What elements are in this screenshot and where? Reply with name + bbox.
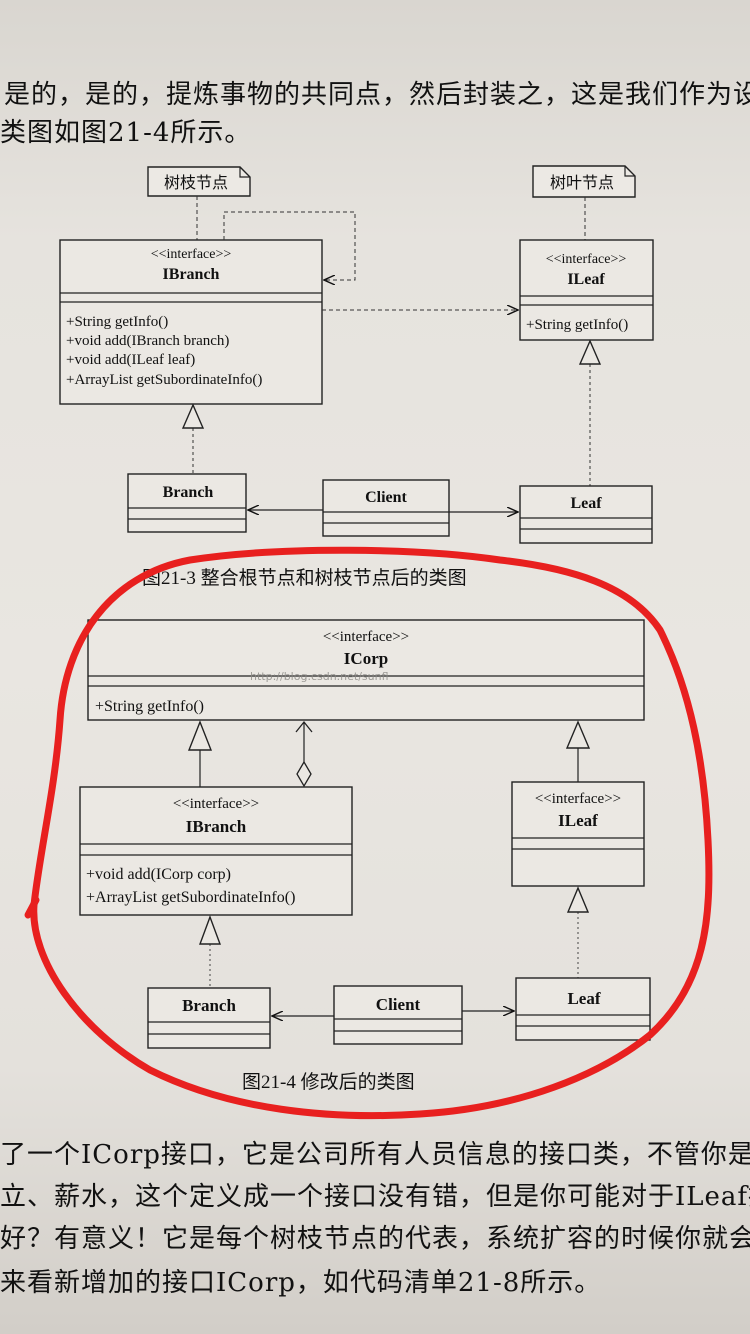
watermark-text: http://blog.csdn.net/sunfl [250,670,389,683]
fig1-ibranch-method-1: +String getInfo() [66,314,168,330]
text-line-1: 是的，是的，提炼事物的共同点，然后封装之，这是我们作为设计 [4,80,750,110]
fig1-ibranch-name: IBranch [163,266,220,283]
fig1-branch-class: Branch [127,473,247,533]
fig2-icorp-stereotype: <<interface>> [323,629,409,645]
note-leaf-text: 树叶节点 [550,174,614,192]
text-line-4: 立、薪水，这个定义成一个接口没有错，但是你可能对于ILeaf接 [0,1182,750,1212]
fig2-caption: 图21-4 修改后的类图 [242,1071,415,1093]
fig1-ibranch-class: <<interface>> IBranch +String getInfo() … [59,239,323,405]
fig1-ibranch-method-2: +void add(IBranch branch) [66,333,229,349]
text-line-3: 了一个ICorp接口，它是公司所有人员信息的接口类，不管你是经 [0,1140,750,1170]
fig2-client-name: Client [376,995,421,1014]
fig1-client-class: Client [322,479,450,537]
fig1-ileaf-name: ILeaf [567,271,605,288]
text-line-2: 类图如图21-4所示。 [0,118,252,148]
fig2-ibranch-triangle [187,720,213,751]
fig2-ibranch-class: <<interface>> IBranch +void add(ICorp co… [79,786,353,916]
fig2-branch-name: Branch [182,996,236,1015]
fig2-ibranch-stereotype: <<interface>> [173,796,259,812]
fig1-ibranch-stereotype: <<interface>> [151,247,232,262]
fig2-leaf-triangle [566,886,590,913]
fig2-leaf-name: Leaf [567,989,600,1008]
fig1-client-name: Client [365,489,407,506]
fig1-ileaf-stereotype: <<interface>> [546,252,627,267]
fig1-branch-name: Branch [163,484,214,501]
fig1-branch-triangle [181,403,205,429]
fig2-ibranch-method-1: +void add(ICorp corp) [86,866,231,883]
fig1-caption: 图21-3 整合根节点和树枝节点后的类图 [142,567,467,589]
fig1-leaf-name: Leaf [570,495,602,512]
fig2-branch-triangle [198,914,222,945]
fig1-leaf-triangle [578,339,602,365]
highlight-circle [30,546,713,1120]
fig1-ibranch-method-3: +void add(ILeaf leaf) [66,352,195,368]
note-branch: 树枝节点 [147,166,251,197]
fig2-ileaf-stereotype: <<interface>> [535,791,621,807]
fig2-client-class: Client [333,985,463,1045]
fig2-ibranch-name: IBranch [186,817,247,836]
fig2-aggregation-arrowhead [295,720,313,733]
fig2-leaf-class: Leaf [515,977,651,1041]
note-leaf: 树叶节点 [532,165,636,198]
fig2-icorp-name: ICorp [344,649,388,668]
fig2-branch-class: Branch [147,987,271,1049]
text-line-6: 来看新增加的接口ICorp，如代码清单21-8所示。 [0,1268,602,1298]
fig1-ibranch-method-4: +ArrayList getSubordinateInfo() [66,372,262,388]
fig1-leaf-class: Leaf [519,485,653,544]
fig2-ileaf-triangle [565,720,591,749]
fig2-ileaf-class: <<interface>> ILeaf [511,781,645,887]
fig2-icorp-class: <<interface>> ICorp +String getInfo() ht… [87,619,645,721]
fig2-ibranch-method-2: +ArrayList getSubordinateInfo() [86,889,295,906]
fig2-ileaf-name: ILeaf [558,811,598,830]
fig2-aggregation-diamond [296,760,312,788]
note-branch-text: 树枝节点 [164,174,228,192]
text-line-5: 好？有意义！它是每个树枝节点的代表，系统扩容的时候你就会 [0,1224,750,1254]
fig1-ileaf-class: <<interface>> ILeaf +String getInfo() [519,239,654,341]
highlight-circle-tail [24,896,40,919]
fig1-ileaf-method-1: +String getInfo() [526,317,628,333]
fig2-icorp-method-1: +String getInfo() [95,698,204,715]
